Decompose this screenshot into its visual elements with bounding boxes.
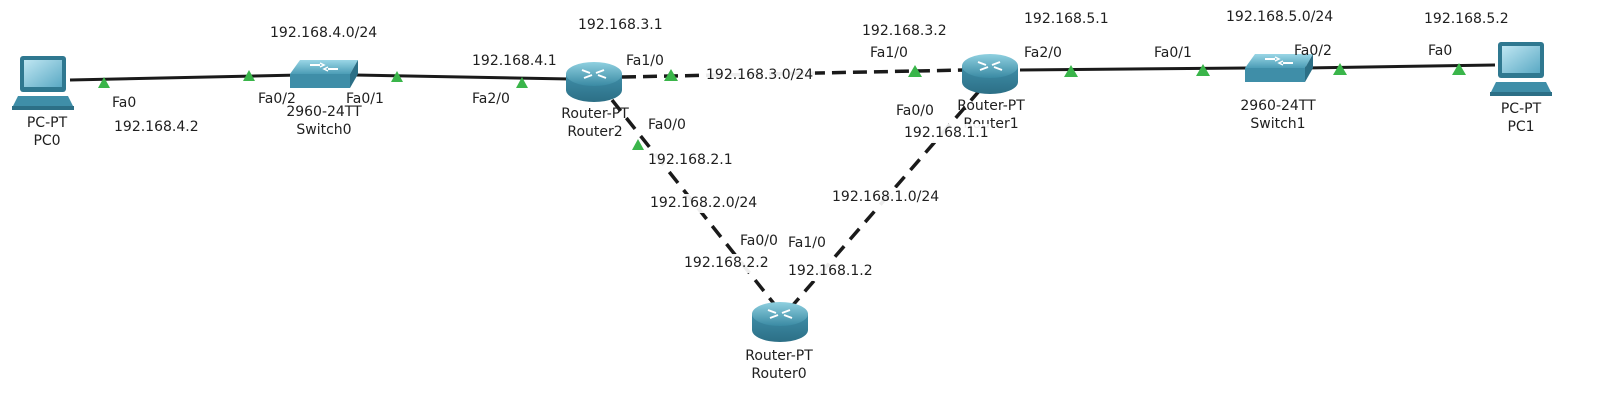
switch0-type: 2960-24TT [286, 104, 362, 120]
pc1-name: PC1 [1507, 119, 1535, 135]
port-up-indicator [98, 77, 110, 88]
router2-label: Router-PT Router2 [552, 105, 638, 141]
port-label-pc0-fa0: Fa0 [112, 95, 137, 111]
router0-label: Router-PT Router0 [736, 347, 822, 383]
ip-label-pc1: 192.168.5.2 [1422, 10, 1511, 29]
ip-label-router1-fa1-0: 192.168.3.2 [860, 22, 949, 41]
port-label-router1-fa0-0: Fa0/0 [896, 103, 934, 119]
ip-label-router2-fa1-0: 192.168.3.1 [576, 16, 665, 35]
port-up-indicator [908, 65, 922, 77]
port-label-router2-fa0-0: Fa0/0 [648, 117, 686, 133]
pc0-type: PC-PT [26, 115, 68, 131]
port-indicators [98, 63, 1466, 150]
switch0-label: 2960-24TT Switch0 [276, 103, 372, 139]
port-label-router2-fa1-0: Fa1/0 [626, 53, 664, 69]
port-label-router1-fa1-0: Fa1/0 [870, 45, 908, 61]
ip-label-router1-fa2-0: 192.168.5.1 [1022, 10, 1111, 29]
port-up-indicator [391, 71, 403, 82]
port-label-router0-fa0-0: Fa0/0 [740, 233, 778, 249]
router-icon[interactable] [962, 54, 1018, 94]
pc1-type: PC-PT [1500, 101, 1542, 117]
router1-type: Router-PT [957, 98, 1025, 114]
router2-name: Router2 [567, 124, 623, 140]
pc0-label: PC-PT PC0 [14, 114, 80, 150]
router-icon[interactable] [752, 302, 808, 342]
ip-label-router0-fa1-0: 192.168.1.2 [786, 262, 875, 281]
port-up-indicator [516, 77, 528, 88]
port-label-pc1-fa0: Fa0 [1428, 43, 1453, 59]
pc-icon[interactable] [1490, 42, 1552, 96]
router0-name: Router0 [751, 366, 807, 382]
link-router1-switch1[interactable] [1019, 66, 1249, 72]
network-label-192-168-5-0: 192.168.5.0/24 [1224, 8, 1336, 27]
port-up-indicator [1196, 64, 1210, 76]
port-label-router0-fa1-0: Fa1/0 [788, 235, 826, 251]
link-switch0-router2[interactable] [354, 73, 571, 81]
switch0-name: Switch0 [296, 122, 352, 138]
port-up-indicator [632, 139, 644, 150]
pc1-label: PC-PT PC1 [1488, 100, 1554, 136]
port-up-indicator [1452, 63, 1466, 75]
port-up-indicator [243, 70, 255, 81]
pc-icon[interactable] [12, 56, 74, 110]
network-label-192-168-1-0: 192.168.1.0/24 [830, 188, 942, 207]
port-label-router2-fa2-0: Fa2/0 [472, 91, 510, 107]
switch1-type: 2960-24TT [1240, 98, 1316, 114]
ip-label-router1-fa0-0: 192.168.1.1 [902, 124, 991, 143]
ip-label-pc0: 192.168.4.2 [112, 118, 201, 137]
network-label-192-168-2-0: 192.168.2.0/24 [648, 194, 760, 213]
network-label-192-168-4-0: 192.168.4.0/24 [268, 24, 380, 43]
port-label-switch0-fa0-2: Fa0/2 [258, 91, 296, 107]
switch1-name: Switch1 [1250, 116, 1306, 132]
port-up-indicator [1064, 65, 1078, 77]
ip-label-router2-fa2-0: 192.168.4.1 [470, 52, 559, 71]
switch-icon[interactable] [290, 60, 358, 88]
link-pc0-switch0[interactable] [69, 73, 301, 82]
port-label-switch0-fa0-1: Fa0/1 [346, 91, 384, 107]
port-up-indicator [1333, 63, 1347, 75]
port-up-indicator [664, 69, 678, 81]
network-label-192-168-3-0: 192.168.3.0/24 [704, 66, 816, 85]
port-label-switch1-fa0-2: Fa0/2 [1294, 43, 1332, 59]
link-switch1-pc1[interactable] [1304, 63, 1496, 70]
ip-label-router2-fa0-0: 192.168.2.1 [646, 151, 735, 170]
ip-label-router0-fa0-0: 192.168.2.2 [682, 254, 771, 273]
pc0-name: PC0 [33, 133, 61, 149]
router0-type: Router-PT [745, 348, 813, 364]
router-icon[interactable] [566, 62, 622, 102]
switch-icon[interactable] [1245, 54, 1313, 82]
port-label-switch1-fa0-1: Fa0/1 [1154, 45, 1192, 61]
port-label-router1-fa2-0: Fa2/0 [1024, 45, 1062, 61]
switch1-label: 2960-24TT Switch1 [1230, 97, 1326, 133]
router2-type: Router-PT [561, 106, 629, 122]
